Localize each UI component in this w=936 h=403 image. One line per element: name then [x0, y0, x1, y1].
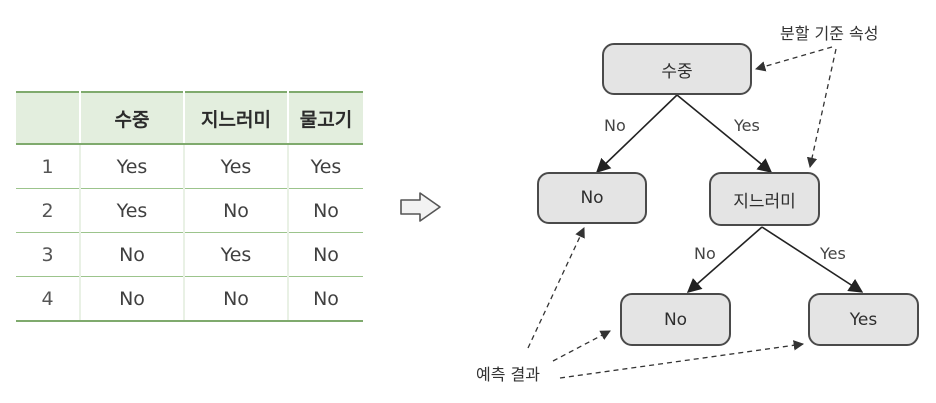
cell-underwater: Yes	[80, 188, 185, 233]
cell-underwater: Yes	[80, 144, 185, 189]
pointer-split-to-fins	[806, 48, 837, 169]
tree-leaf-no-label: No	[663, 309, 688, 330]
cell-fins: Yes	[184, 144, 289, 189]
cell-fish: No	[288, 188, 363, 233]
pointer-split-to-root	[755, 46, 833, 72]
tree-leaf-no: No	[620, 293, 731, 346]
edge-label-fins-no: No	[694, 244, 716, 263]
header-underwater: 수중	[80, 91, 185, 145]
table-row: 4 No No No	[16, 276, 363, 322]
data-table: 수중 지느러미 물고기 1 Yes Yes Yes 2 Yes No No 3 …	[16, 91, 363, 322]
cell-fish: Yes	[288, 144, 363, 189]
header-fins: 지느러미	[184, 91, 289, 145]
edge-label-root-yes: Yes	[734, 116, 760, 135]
pointer-result-to-left-leaf	[527, 227, 585, 349]
tree-node-fins-label: 지느러미	[733, 191, 796, 212]
table-row: 3 No Yes No	[16, 232, 363, 277]
tree-node-root-label: 수중	[661, 61, 693, 82]
cell-underwater: No	[80, 232, 185, 277]
row-number: 1	[16, 144, 81, 189]
row-number: 2	[16, 188, 81, 233]
tree-leaf-left: No	[537, 172, 647, 224]
cell-fish: No	[288, 276, 363, 322]
cell-fins: No	[184, 188, 289, 233]
row-number: 3	[16, 232, 81, 277]
pointer-result-to-leaf-yes	[559, 340, 805, 379]
edge-label-fins-yes: Yes	[820, 244, 846, 263]
prediction-result-caption: 예측 결과	[476, 365, 540, 384]
edge-label-root-no: No	[604, 116, 626, 135]
table-header-row: 수중 지느러미 물고기	[16, 91, 363, 145]
split-attribute-caption: 분할 기준 속성	[780, 24, 879, 43]
table-row: 2 Yes No No	[16, 188, 363, 233]
hollow-right-arrow-icon	[400, 192, 441, 222]
row-number: 4	[16, 276, 81, 322]
cell-fish: No	[288, 232, 363, 277]
cell-fins: No	[184, 276, 289, 322]
table-row: 1 Yes Yes Yes	[16, 144, 363, 189]
cell-underwater: No	[80, 276, 185, 322]
tree-node-root: 수중	[602, 43, 752, 95]
tree-leaf-left-label: No	[580, 188, 604, 208]
edge-fins-to-yes	[761, 226, 864, 293]
tree-node-fins: 지느러미	[709, 172, 820, 226]
tree-leaf-yes: Yes	[808, 293, 919, 346]
tree-leaf-yes-label: Yes	[849, 309, 878, 330]
header-fish: 물고기	[288, 91, 363, 145]
cell-fins: Yes	[184, 232, 289, 277]
pointer-result-to-leaf-no	[552, 330, 611, 362]
header-index	[16, 91, 81, 145]
